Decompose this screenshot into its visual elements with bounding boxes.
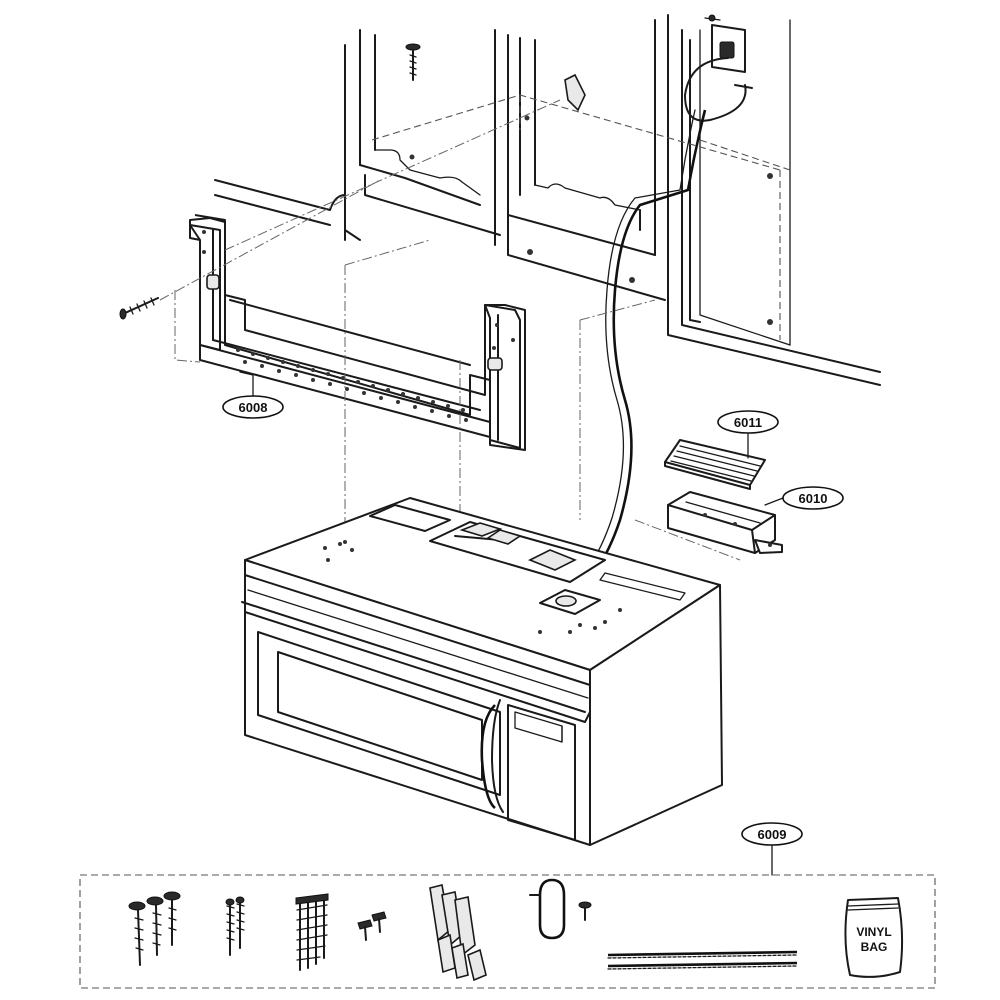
- microwave-oven: [241, 497, 723, 846]
- wall-cabinets: [214, 14, 881, 386]
- mounting-plate-holes: [236, 348, 468, 422]
- alignment-guides: [159, 99, 741, 561]
- callout-6010: 6010: [764, 486, 844, 510]
- bolts-icon: [295, 893, 329, 971]
- long-screws-icon: [128, 891, 181, 966]
- toggle-bolt-icon: [564, 73, 586, 112]
- callout-6011: 6011: [717, 410, 779, 459]
- toggle-wings-icon: [429, 884, 487, 982]
- filter: [664, 439, 766, 490]
- svg-text:6008: 6008: [239, 400, 268, 415]
- callout-6008: 6008: [222, 371, 284, 419]
- wall-outlet: [704, 14, 746, 73]
- adhesive-strips-icon: [607, 950, 798, 970]
- wall-screw-icon: [119, 297, 159, 320]
- small-screws-icon: [357, 911, 387, 941]
- svg-text:6009: 6009: [758, 827, 787, 842]
- hardware-kit: VINYL BAG: [79, 874, 936, 989]
- power-cord: [557, 57, 753, 602]
- vinyl-bag-label-line2: BAG: [861, 940, 888, 954]
- svg-text:6011: 6011: [734, 415, 762, 430]
- wood-screws-icon: [225, 896, 245, 956]
- cabinet-screw-icon: [405, 43, 421, 81]
- vinyl-bag-icon: [844, 897, 904, 978]
- callout-6009: 6009: [741, 822, 803, 876]
- svg-text:6010: 6010: [799, 491, 828, 506]
- duct-adapter: [667, 491, 783, 554]
- mounting-plate: [189, 214, 526, 451]
- vinyl-bag-label-line1: VINYL: [856, 925, 891, 939]
- cord-clamp-icon: [529, 878, 592, 940]
